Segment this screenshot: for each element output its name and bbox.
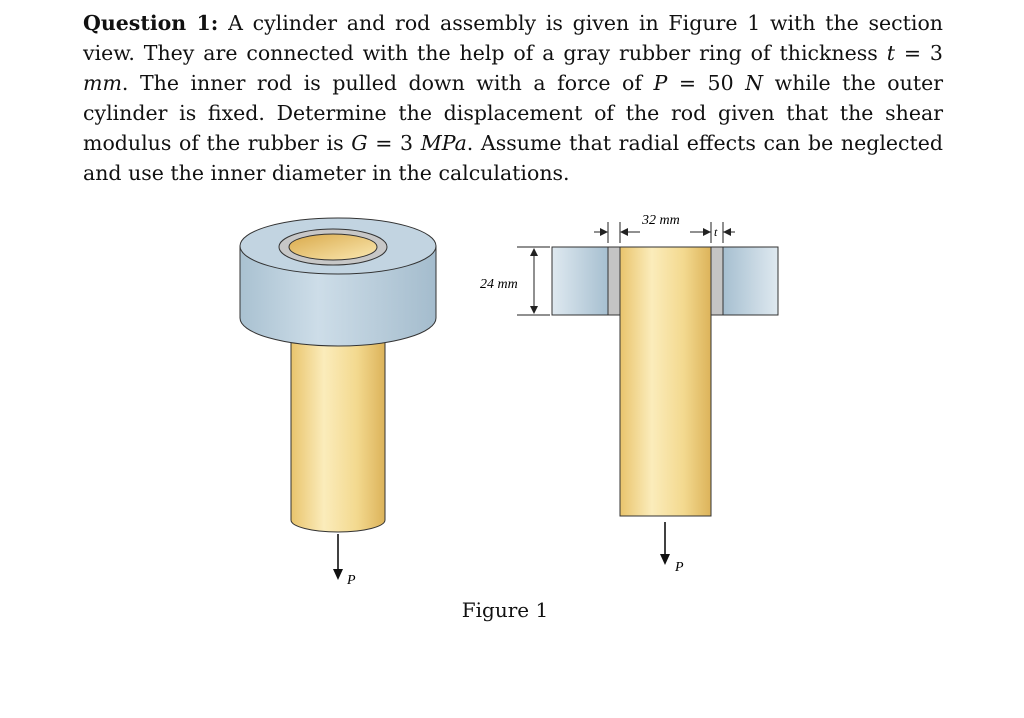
question-part3: while the outer cylinder is fixed. Deter… <box>83 71 943 155</box>
height-label: 24 mm <box>480 277 518 292</box>
p-variable: P <box>653 71 668 95</box>
thickness-label: t <box>714 225 718 239</box>
question-part2: . The inner rod is pulled down with a fo… <box>121 71 654 95</box>
t-equals: = 3 <box>894 41 943 65</box>
rod-section <box>619 246 712 517</box>
t-unit: mm <box>83 71 122 95</box>
p-unit: N <box>745 71 764 95</box>
rubber-right <box>710 246 724 316</box>
outer-wall-right <box>722 246 779 316</box>
outer-wall-left <box>551 246 609 316</box>
p-equals: = 50 <box>667 71 746 95</box>
figure-caption: Figure 1 <box>461 598 549 622</box>
diameter-dimension: 32 mm t <box>594 213 735 243</box>
question-text: Question 1: A cylinder and rod assembly … <box>83 8 943 188</box>
force-label-left: P <box>346 573 356 588</box>
outer-cylinder-side <box>239 245 437 347</box>
force-arrowhead-right <box>660 554 670 565</box>
cylinder-3d-view: P <box>239 217 437 588</box>
section-view: 24 mm 32 mm t P <box>480 213 779 575</box>
question-part1: A cylinder and rod assembly is given in … <box>83 11 943 65</box>
rod-3d <box>290 329 386 533</box>
t-variable: t <box>886 41 895 65</box>
g-equals: = 3 <box>367 131 421 155</box>
rod-top <box>288 233 378 261</box>
question-part4: . Assume that radial effects can be negl… <box>83 131 943 185</box>
g-unit: MPa <box>420 131 467 155</box>
force-label-right: P <box>674 560 684 575</box>
height-dimension: 24 mm <box>480 246 550 316</box>
question-label: Question 1: <box>83 11 219 35</box>
g-variable: G <box>351 131 368 155</box>
rubber-left <box>607 246 621 316</box>
force-arrowhead-left <box>333 569 343 580</box>
diameter-label: 32 mm <box>641 213 680 228</box>
